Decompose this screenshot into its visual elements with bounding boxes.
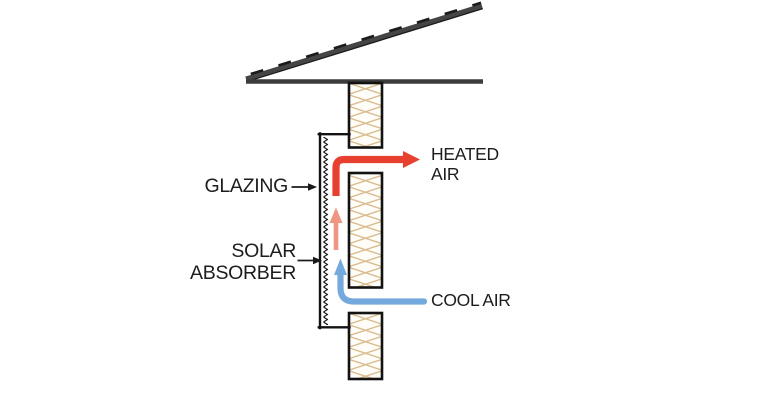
- heated-air-label-line2: AIR: [431, 164, 460, 184]
- rising-air-arrowhead-icon: [329, 207, 343, 223]
- heated-air-flow: [332, 151, 420, 196]
- solar-absorber-label-line2: ABSORBER: [190, 262, 296, 284]
- heated-air-arrow-shaft: [332, 155, 404, 196]
- glazing-label: GLAZING: [168, 175, 289, 197]
- solar-absorber-pointer-arrowhead-icon: [313, 256, 322, 265]
- roof: [244, 1, 483, 84]
- solar-absorber-pointer: [297, 256, 322, 265]
- cool-air-label: COOL AIR: [431, 290, 511, 310]
- solar-absorber-label: SOLAR ABSORBER: [166, 240, 296, 284]
- insulated-wall: [347, 81, 384, 381]
- roof-slope: [245, 3, 483, 82]
- glazing-pointer: [291, 183, 317, 191]
- cool-air-flow: [334, 258, 428, 305]
- heated-air-arrowhead-icon: [403, 151, 420, 168]
- roof-underside-edge: [246, 7, 483, 83]
- glazing-assembly: [317, 132, 351, 330]
- wall-segment-bottom: [347, 311, 384, 381]
- solar-absorber-strip: [322, 137, 329, 325]
- glazing-pointer-arrowhead-icon: [308, 183, 317, 191]
- heated-air-label: HEATED AIR: [431, 144, 499, 184]
- glazing-label-text: GLAZING: [204, 175, 289, 197]
- cool-air-arrowhead-icon: [334, 258, 347, 275]
- cool-air-label-text: COOL AIR: [431, 290, 511, 310]
- wall-segment-top: [347, 81, 384, 149]
- heated-air-label-line1: HEATED: [431, 144, 499, 164]
- cool-air-arrow-shaft: [337, 269, 428, 305]
- wall-segment-middle: [347, 171, 384, 289]
- solar-absorber-label-line1: SOLAR: [231, 240, 296, 262]
- roof-shingles: [244, 1, 482, 78]
- rising-air-flow: [329, 207, 343, 250]
